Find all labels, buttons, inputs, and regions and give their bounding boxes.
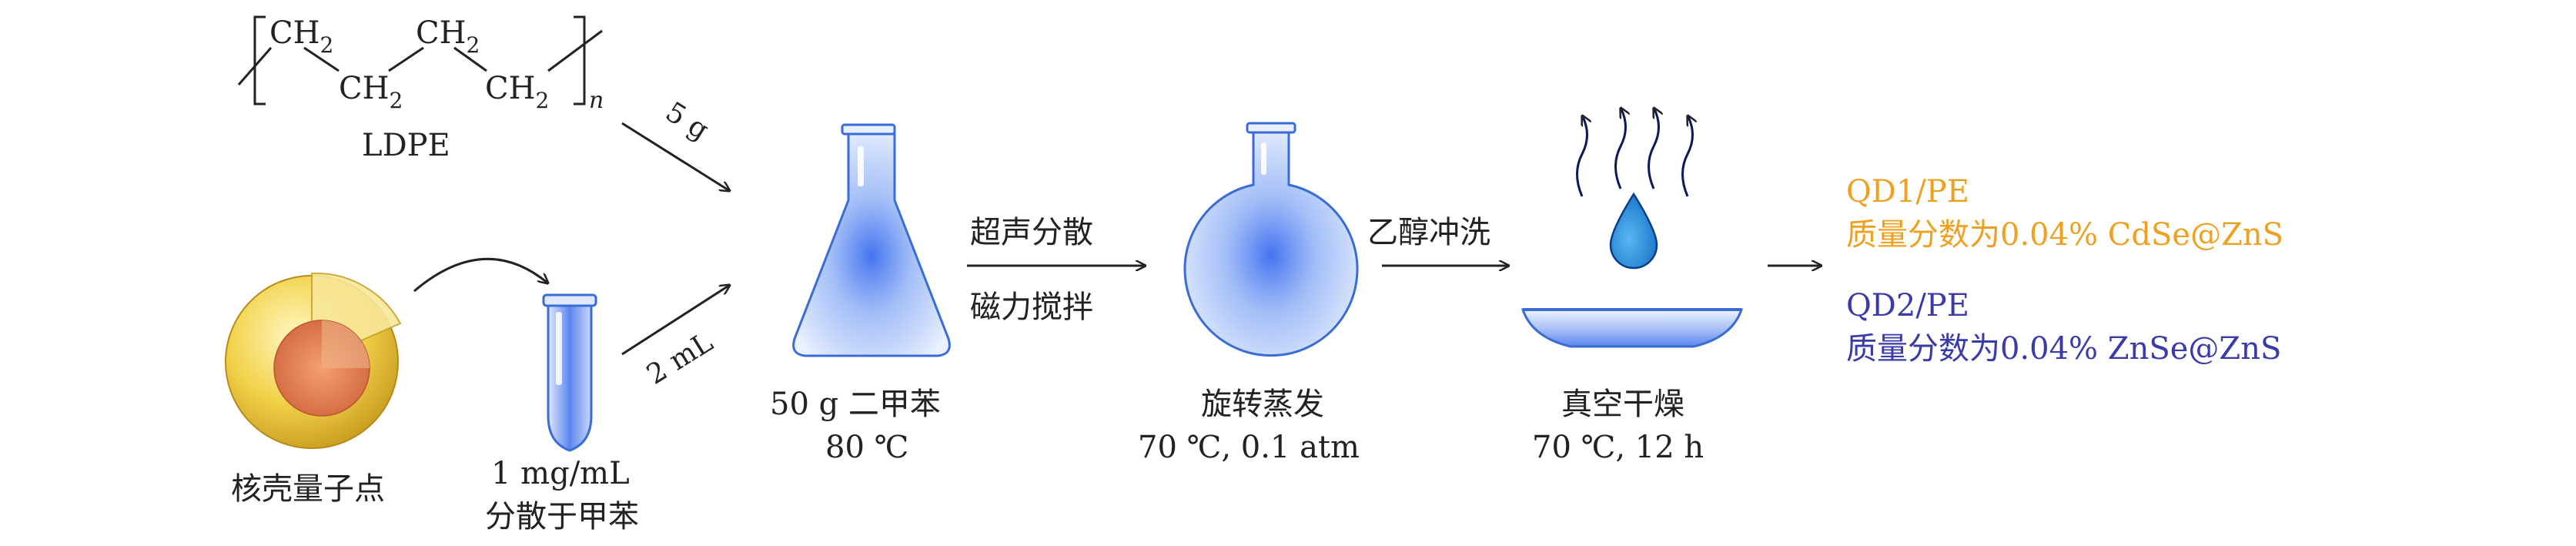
quantum-dot-illustration <box>225 272 402 449</box>
ldpe-amount-label: 5 g <box>660 96 714 146</box>
tube-arrow <box>621 285 730 356</box>
rotavap-label: 旋转蒸发 <box>1201 387 1324 422</box>
vapor-arrow <box>1681 116 1693 197</box>
ldpe-label: LDPE <box>362 128 450 163</box>
bond <box>547 29 603 72</box>
vapor-arrow <box>1576 116 1587 197</box>
product1-description: 质量分数为0.04% CdSe@ZnS <box>1846 217 2283 253</box>
dispersion-concentration: 1 mg/mL <box>491 456 630 491</box>
qd-to-tube-arrow <box>413 257 548 293</box>
bond <box>303 46 340 72</box>
left-bracket <box>253 15 266 106</box>
drying-conditions: 70 ℃, 12 h <box>1532 430 1704 465</box>
dispersion-solvent: 分散于甲苯 <box>485 499 639 534</box>
ldpe-structure: CH2 CH2 CH2 CH2 n LDPE <box>237 15 604 163</box>
drying-label: 真空干燥 <box>1561 387 1684 422</box>
vapor-arrow <box>1648 108 1659 189</box>
ethanol-droplet <box>1609 192 1658 270</box>
tube-illustration <box>542 293 597 452</box>
right-bracket <box>574 15 586 106</box>
ethanol-wash-label: 乙醇冲洗 <box>1367 215 1490 250</box>
quantum-dot-label: 核壳量子点 <box>231 471 385 507</box>
vapor-arrow <box>1614 108 1626 189</box>
ldpe-arrow <box>621 122 730 191</box>
product2-description: 质量分数为0.04% ZnSe@ZnS <box>1846 331 2281 367</box>
product1-name: QD1/PE <box>1846 174 1969 209</box>
ch2-group: CH2 <box>416 15 480 58</box>
round-bottom-flask <box>1183 122 1359 357</box>
drying-illustration <box>1521 108 1744 348</box>
rotavap-conditions: 70 ℃, 0.1 atm <box>1138 430 1360 465</box>
erlenmeyer-flask <box>792 123 951 357</box>
ch2-group: CH2 <box>269 15 333 58</box>
flask-temperature-label: 80 ℃ <box>825 430 908 465</box>
bond <box>388 46 424 72</box>
product2-name: QD2/PE <box>1846 288 1969 323</box>
ch2-group: CH2 <box>339 71 403 113</box>
ch2-group: CH2 <box>485 71 549 113</box>
flask-solvent-label: 50 g 二甲苯 <box>770 387 941 422</box>
ultrasonic-label: 超声分散 <box>970 215 1093 250</box>
repeat-index: n <box>589 87 604 114</box>
petri-dish <box>1521 308 1744 348</box>
bond <box>453 46 487 72</box>
stirring-label: 磁力搅拌 <box>970 290 1093 325</box>
bond <box>237 47 273 85</box>
qd-amount-label: 2 mL <box>641 327 718 391</box>
